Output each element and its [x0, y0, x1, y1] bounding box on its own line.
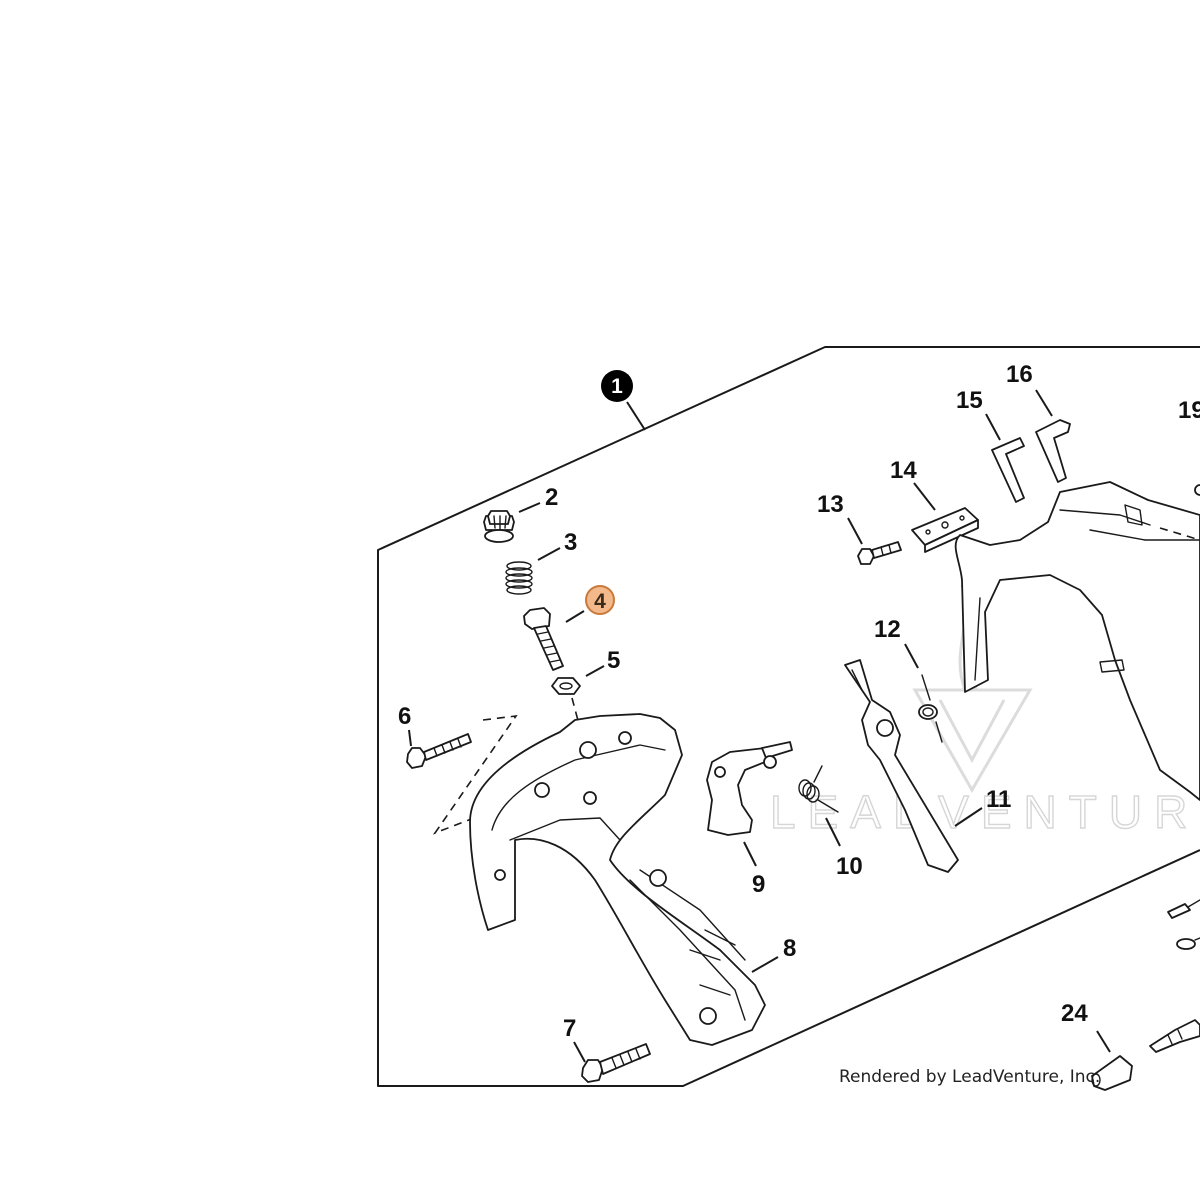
part-bracket-15	[991, 437, 1025, 503]
callout-16-leader	[1035, 389, 1053, 417]
callout-14-leader	[913, 482, 936, 511]
callout-6-label[interactable]: 6	[398, 703, 411, 730]
callout-4-bubble	[585, 585, 615, 615]
callout-3-label[interactable]: 3	[564, 529, 577, 556]
assembly-boundary	[377, 346, 1200, 1087]
part-fittings	[1149, 899, 1200, 1053]
watermark-text: LEADVENTURE	[770, 786, 1200, 838]
callout-8-leader	[751, 956, 779, 973]
callout-1-leader	[626, 401, 646, 431]
callout-24-leader	[1096, 1030, 1111, 1053]
part-small-spring	[798, 765, 839, 813]
callout-3-leader	[537, 547, 561, 561]
callout-16-label[interactable]: 16	[1006, 361, 1033, 388]
callout-13-leader	[847, 517, 863, 545]
callout-7-leader	[573, 1041, 586, 1063]
part-trigger-lever	[706, 741, 793, 836]
callout-9-leader	[743, 841, 757, 867]
callout-19-label[interactable]: 19	[1178, 397, 1200, 424]
callout-7-label[interactable]: 7	[563, 1015, 576, 1042]
part-bottom-screw	[581, 1043, 651, 1083]
part-trigger	[844, 659, 959, 873]
dash-line-5	[571, 697, 581, 729]
dash-line-19	[1159, 527, 1200, 541]
callout-2-leader	[518, 502, 541, 513]
callout-13-label[interactable]: 13	[817, 491, 844, 518]
callout-9-label[interactable]: 9	[752, 871, 765, 898]
part-long-screw	[406, 733, 472, 769]
part-nut	[551, 677, 581, 695]
callout-12-leader	[904, 643, 919, 669]
callout-11-leader	[954, 807, 983, 827]
part-adjust-bolt	[523, 607, 564, 671]
callout-4-highlight[interactable]: 4	[585, 585, 615, 615]
callout-1-bubble	[601, 370, 633, 402]
callout-10-leader	[825, 817, 841, 847]
part-spring-pin	[918, 674, 943, 743]
part-left-handle-housing	[469, 713, 766, 1046]
part-screw-13	[857, 541, 902, 565]
watermark: LEADVENTURE	[769, 583, 1200, 839]
callout-2-label[interactable]: 2	[545, 484, 558, 511]
callout-15-leader	[985, 413, 1001, 441]
callout-4-label: 4	[594, 590, 606, 613]
callout-12-label[interactable]: 12	[874, 616, 901, 643]
watermark-logo-mark	[912, 688, 1033, 794]
callout-10-label[interactable]: 10	[836, 853, 863, 880]
part-nozzle	[1091, 1055, 1133, 1091]
callout-8-label[interactable]: 8	[783, 935, 796, 962]
callout-4-leader	[565, 610, 585, 623]
part-right-handle-housing	[954, 481, 1200, 801]
credit-text: Rendered by LeadVenture, Inc.	[839, 1067, 1100, 1087]
callout-24-label[interactable]: 24	[1061, 1000, 1088, 1027]
callout-1[interactable]: 1	[601, 370, 646, 431]
callout-1-label: 1	[611, 375, 623, 398]
part-plate	[911, 507, 979, 553]
callout-5-label[interactable]: 5	[607, 647, 620, 674]
callout-14-label[interactable]: 14	[890, 457, 917, 484]
callout-11-label[interactable]: 11	[986, 786, 1011, 813]
callout-5-leader	[585, 665, 605, 677]
part-spring	[505, 561, 533, 595]
part-bracket-16	[1035, 419, 1071, 483]
callout-6-leader	[408, 729, 412, 747]
callout-15-label[interactable]: 15	[956, 387, 983, 414]
part-knob	[483, 510, 515, 543]
